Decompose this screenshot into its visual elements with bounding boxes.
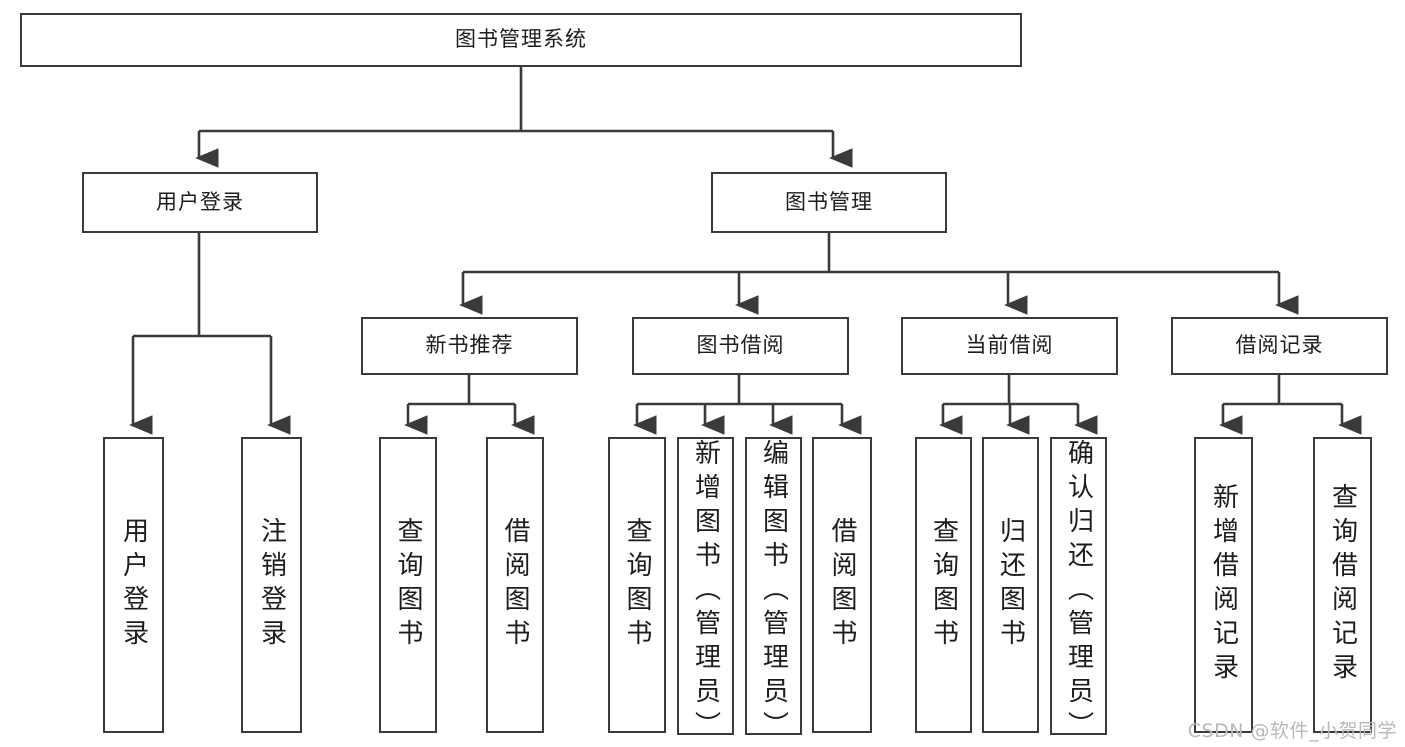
csdn-watermark: CSDN @软件_小贺同学 [1187,720,1397,742]
node-label: 借阅记录 [1235,333,1324,358]
leaf-borrow-borrow-book[interactable]: 借阅图书 [812,437,872,733]
node-borrow-record[interactable]: 借阅记录 [1171,317,1388,375]
node-label: 新增图书（管理员） [690,439,721,745]
leaf-user-login-logout[interactable]: 注销登录 [241,437,302,733]
node-label: 注销登录 [256,517,287,653]
leaf-current-return-book[interactable]: 归还图书 [982,437,1039,733]
node-label: 图书借阅 [696,333,785,358]
node-label: 借阅图书 [500,517,530,653]
leaf-new-book-borrow-book[interactable]: 借阅图书 [486,437,544,733]
leaf-user-login-login[interactable]: 用户登录 [103,437,164,733]
node-label: 用户登录 [118,517,149,653]
node-label: 新书推荐 [425,333,514,358]
leaf-record-query-borrow-record[interactable]: 查询借阅记录 [1313,437,1372,733]
leaf-borrow-add-book-admin[interactable]: 新增图书（管理员） [677,437,734,745]
node-new-book-recommend[interactable]: 新书推荐 [361,317,578,375]
node-book-borrow[interactable]: 图书借阅 [632,317,849,375]
node-label: 查询图书 [393,517,423,653]
leaf-new-book-query-book[interactable]: 查询图书 [379,437,437,733]
leaf-borrow-query-book[interactable]: 查询图书 [608,437,666,733]
node-label: 图书管理 [785,189,873,214]
node-label: 图书管理系统 [455,27,587,52]
node-label: 用户登录 [156,189,244,214]
leaf-current-query-book[interactable]: 查询图书 [915,437,972,733]
node-label: 查询借阅记录 [1327,483,1358,687]
node-root-book-management-system[interactable]: 图书管理系统 [20,13,1022,67]
node-book-management[interactable]: 图书管理 [711,172,947,233]
leaf-current-confirm-return-admin[interactable]: 确认归还（管理员） [1050,437,1107,745]
node-label: 新增借阅记录 [1208,483,1239,687]
leaf-record-add-borrow-record[interactable]: 新增借阅记录 [1194,437,1253,733]
leaf-borrow-edit-book-admin[interactable]: 编辑图书（管理员） [745,437,802,745]
node-label: 查询图书 [622,517,652,653]
node-current-borrow[interactable]: 当前借阅 [901,317,1118,375]
node-label: 归还图书 [995,517,1026,653]
node-label: 编辑图书（管理员） [758,439,789,745]
node-label: 当前借阅 [965,333,1054,358]
node-user-login[interactable]: 用户登录 [82,172,318,233]
node-label: 借阅图书 [827,517,857,653]
node-label: 查询图书 [928,517,959,653]
node-label: 确认归还（管理员） [1063,439,1094,745]
